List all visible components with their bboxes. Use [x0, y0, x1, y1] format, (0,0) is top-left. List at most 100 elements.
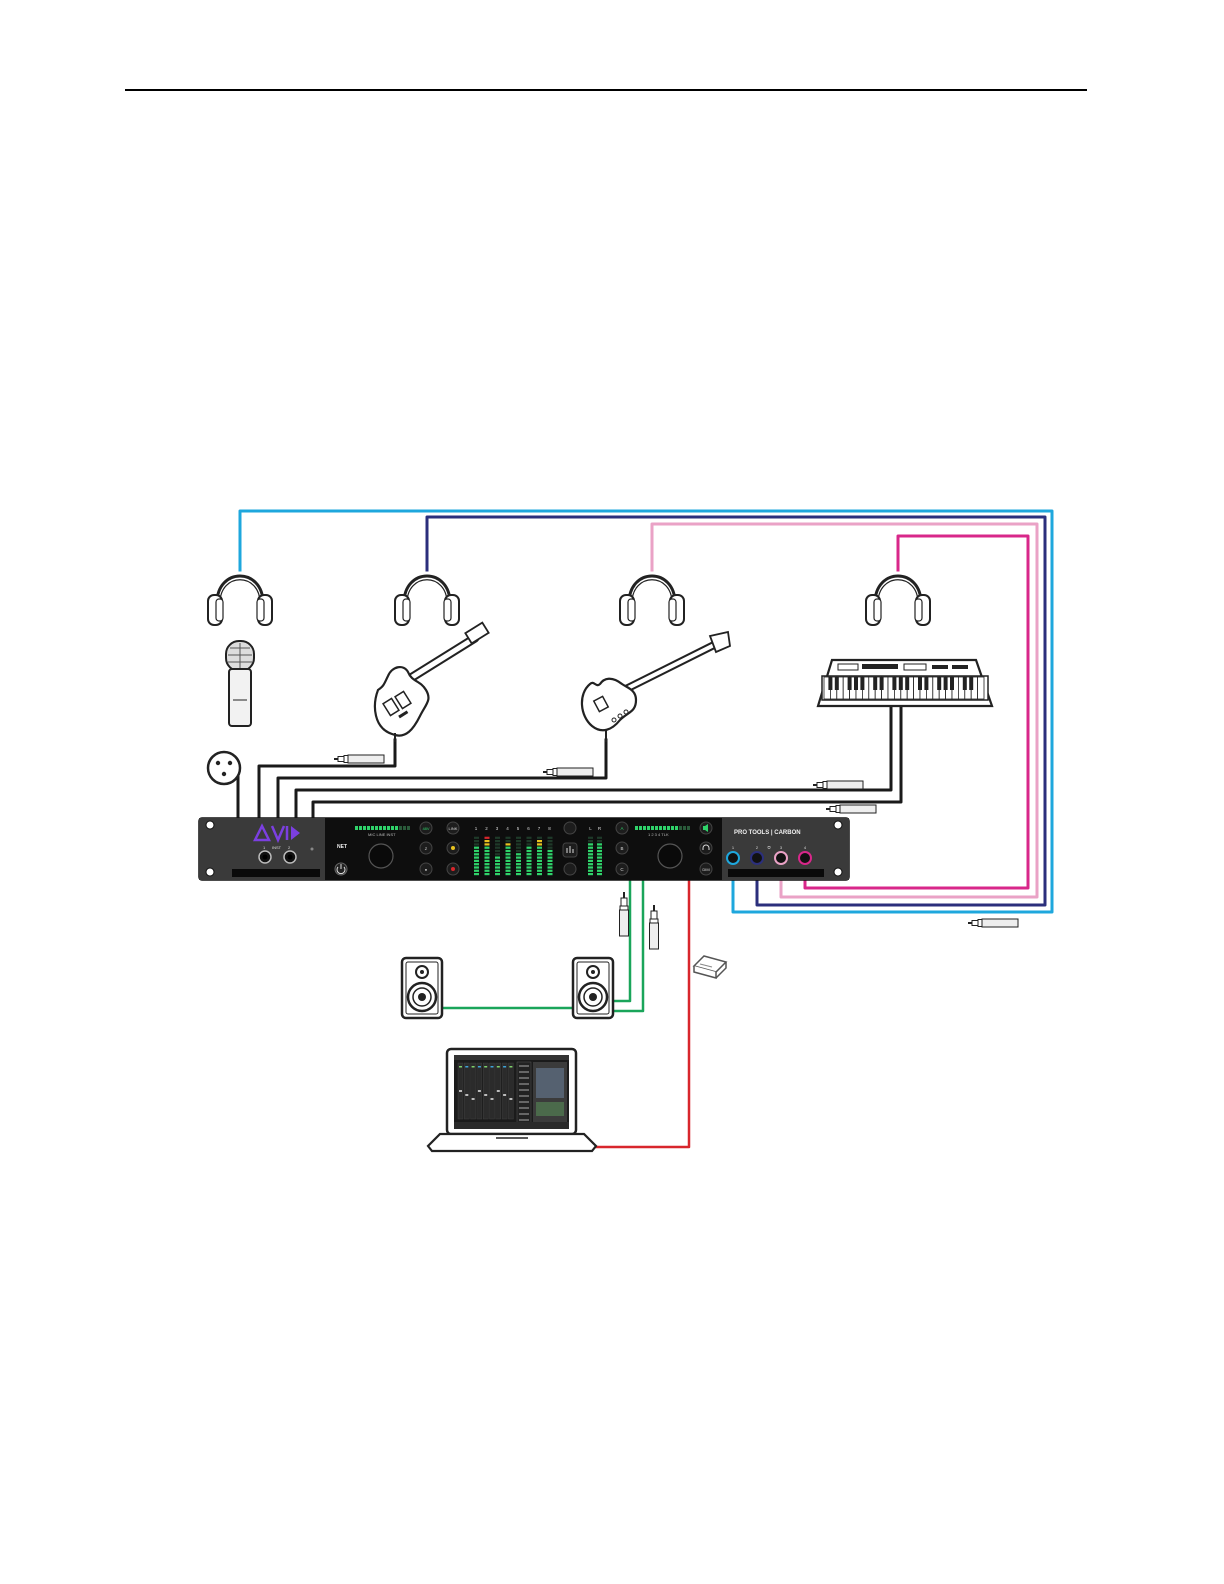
- mixer-strip: [490, 1063, 495, 1119]
- mixer-strip: [471, 1063, 476, 1119]
- meter-segment: [527, 850, 532, 852]
- meter-segment: [506, 873, 511, 875]
- meter-segment: [537, 853, 542, 855]
- meter-segment: [474, 870, 479, 872]
- meter-segment: [537, 847, 542, 849]
- black-key: [950, 677, 954, 690]
- meter-segment: [548, 863, 553, 865]
- meter-segment: [495, 870, 500, 872]
- meter-segment: [597, 847, 602, 849]
- meter-segment: [485, 847, 490, 849]
- meter-segment: [597, 863, 602, 865]
- headphones-icon: [866, 576, 930, 625]
- meter-segment: [537, 850, 542, 852]
- meter-segment: [537, 870, 542, 872]
- meter-segment: [597, 840, 602, 842]
- headphone-select-button[interactable]: [700, 842, 712, 854]
- meter-segment: [548, 857, 553, 859]
- meter-segment: [527, 843, 532, 845]
- meter-segment: [474, 860, 479, 862]
- meter-segment: [537, 863, 542, 865]
- quarter-inch-plug-icon: [650, 905, 659, 949]
- meter-segment: [485, 857, 490, 859]
- meter-segment: [527, 853, 532, 855]
- keyboard-keys: [824, 677, 984, 699]
- meter-segment: [474, 843, 479, 845]
- meter-segment: [387, 826, 390, 830]
- studio-monitor-icon: [573, 958, 613, 1018]
- meter-segment: [359, 826, 362, 830]
- monitor-volume-knob[interactable]: [658, 844, 682, 868]
- meter-segment: [647, 826, 650, 830]
- meter-segment: [588, 837, 593, 839]
- ethernet-plug-icon: [694, 956, 726, 978]
- meter-segment: [485, 863, 490, 865]
- meter-segment: [527, 857, 532, 859]
- strip-insert: [503, 1066, 506, 1068]
- headphones-icon: [620, 576, 684, 625]
- meter-segment: [597, 843, 602, 845]
- meter-segment: [588, 840, 593, 842]
- headphone-out-2-jack[interactable]: [751, 852, 763, 864]
- meter-segment: [407, 826, 410, 830]
- midi-keyboard-icon: [818, 660, 992, 706]
- meter-segment: [506, 853, 511, 855]
- strip-insert: [497, 1066, 500, 1068]
- link-label: LINK: [449, 826, 458, 831]
- talkback-button[interactable]: [564, 863, 576, 875]
- meter-segment: [588, 863, 593, 865]
- meter-segment: [485, 860, 490, 862]
- meter-segment: [588, 850, 593, 852]
- meter-segment: [537, 860, 542, 862]
- meter-segment: [516, 857, 521, 859]
- meter-segment: [588, 857, 593, 859]
- meter-segment: [597, 837, 602, 839]
- screen-statusbar: [454, 1122, 569, 1129]
- mixer-strip: [483, 1063, 488, 1119]
- meter-segment: [548, 860, 553, 862]
- preamp-gain-knob[interactable]: [369, 844, 393, 868]
- meter-segment: [516, 866, 521, 868]
- headphones-icon: [395, 576, 459, 625]
- headphones-icon: [208, 576, 272, 625]
- meter-segment: [495, 840, 500, 842]
- meter-segment: [399, 826, 402, 830]
- meter-segment: [379, 826, 382, 830]
- strip-insert: [478, 1066, 481, 1068]
- meter-segment: [495, 863, 500, 865]
- meter-segment: [667, 826, 670, 830]
- meter-segment: [485, 873, 490, 875]
- meter-segment: [548, 870, 553, 872]
- browser-row: [519, 1065, 529, 1067]
- meter-segment: [474, 866, 479, 868]
- browser-row: [519, 1113, 529, 1115]
- headphone-out-1-jack[interactable]: [727, 852, 739, 864]
- meter-segment: [516, 840, 521, 842]
- meter-segment: [506, 837, 511, 839]
- left-button-column: 48V Z ●: [420, 822, 432, 875]
- headphone-out-3-jack[interactable]: [775, 852, 787, 864]
- quarter-inch-plug-icon: [813, 781, 863, 789]
- xlr-connector-icon: [208, 752, 240, 784]
- meter-segment: [495, 853, 500, 855]
- headphone-out-4-jack[interactable]: [799, 852, 811, 864]
- meter-segment: [371, 826, 374, 830]
- screen-toolbar: [454, 1055, 569, 1060]
- meter-segment: [506, 857, 511, 859]
- meter-segment: [383, 826, 386, 830]
- meter-segment: [516, 837, 521, 839]
- laptop-icon: [428, 1049, 596, 1151]
- studio-monitor-icon: [402, 958, 442, 1018]
- hp-out-label: ℧: [767, 845, 770, 850]
- bass-guitar-icon: [582, 632, 730, 741]
- monitor-abc-buttons: A B C: [616, 822, 628, 875]
- quarter-inch-plug-icon: [543, 768, 593, 776]
- mute-button[interactable]: [564, 822, 576, 834]
- meter-segment: [506, 850, 511, 852]
- meter-segment: [548, 873, 553, 875]
- meter-segment: [495, 860, 500, 862]
- meter-segment: [663, 826, 666, 830]
- fader-cap: [478, 1090, 481, 1092]
- browser-row: [519, 1083, 529, 1085]
- dim-label: DIM: [702, 867, 709, 872]
